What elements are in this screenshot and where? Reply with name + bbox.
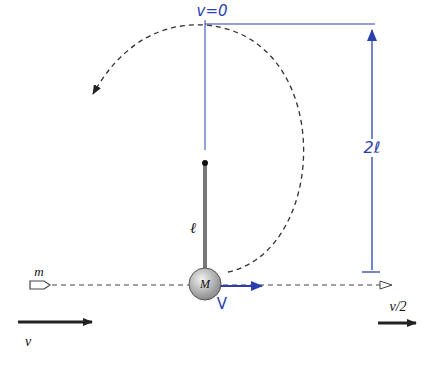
- velocity-label: V: [215, 296, 229, 313]
- mass-label: M: [200, 277, 210, 292]
- velocity-label: v/2: [387, 299, 408, 315]
- pivot: [202, 160, 208, 166]
- length-label: ℓ: [188, 220, 198, 237]
- annotation-line: [362, 271, 380, 272]
- annotation-line: [205, 23, 375, 24]
- height-label: 2ℓ: [362, 139, 383, 157]
- bullet-path: [52, 284, 392, 285]
- bullet: [30, 281, 50, 289]
- swing-path: [93, 25, 304, 272]
- mass-label: m: [32, 264, 45, 279]
- velocity-arrow: [378, 322, 416, 325]
- rod: [203, 163, 207, 268]
- velocity-label: v: [23, 334, 33, 350]
- velocity-note: v=0: [195, 3, 230, 20]
- annotation-line: [205, 20, 206, 150]
- velocity-arrow: [18, 321, 92, 324]
